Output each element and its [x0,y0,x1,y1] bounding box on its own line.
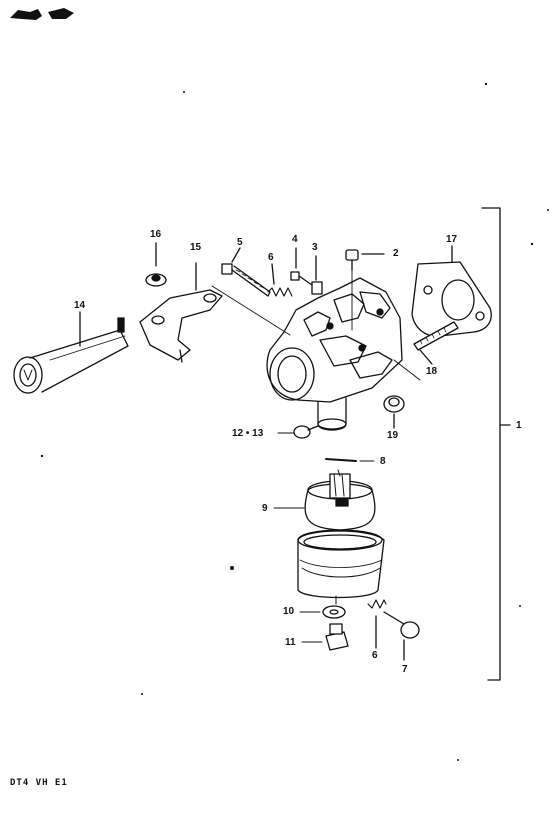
callout-18: 18 [426,366,438,377]
part-6-spring-lower [367,599,387,649]
part-8-pin [325,458,375,462]
part-5-screw [221,247,271,297]
logo-mark [10,8,74,20]
part-15-bracket [139,262,223,363]
part-2-plug [345,249,385,271]
callout-5: 5 [237,237,243,248]
callout-2: 2 [393,248,399,259]
part-10-washer [299,605,346,619]
callout-4: 4 [292,234,298,245]
callout-10: 10 [283,606,295,617]
callout-6-upper: 6 [268,252,274,263]
callout-19: 19 [387,430,399,441]
part-17-gasket [411,245,492,337]
callout-1: 1 [516,420,522,431]
part-16-nut [145,242,167,287]
callout-17: 17 [446,234,458,245]
callout-11: 11 [285,637,296,648]
callout-9: 9 [262,503,268,514]
assembly-bracket [481,207,501,681]
part-12-13-screw [277,425,319,439]
part-11-drain-plug [301,623,349,651]
carburetor-body [211,269,421,431]
part-9-float [273,469,376,531]
part-6-spring-upper [267,263,293,297]
scan-specks [40,82,549,761]
part-18-stud [413,321,459,365]
callout-15: 15 [190,242,202,253]
callout-12-13: 12 • 13 [232,428,264,439]
part-7-screw [383,611,420,661]
part-14-choke-knob [13,311,129,394]
part-4-screw [290,247,313,286]
callout-3: 3 [312,242,318,253]
diagram-code: DT4 VH E1 [10,778,68,788]
part-3-screw [311,255,323,295]
part-19-collar [383,395,405,429]
callout-7: 7 [402,664,408,675]
callout-6-lower: 6 [372,650,378,661]
callout-8: 8 [380,456,386,467]
callout-14: 14 [74,300,86,311]
callout-16: 16 [150,229,162,240]
float-bowl [297,529,385,605]
